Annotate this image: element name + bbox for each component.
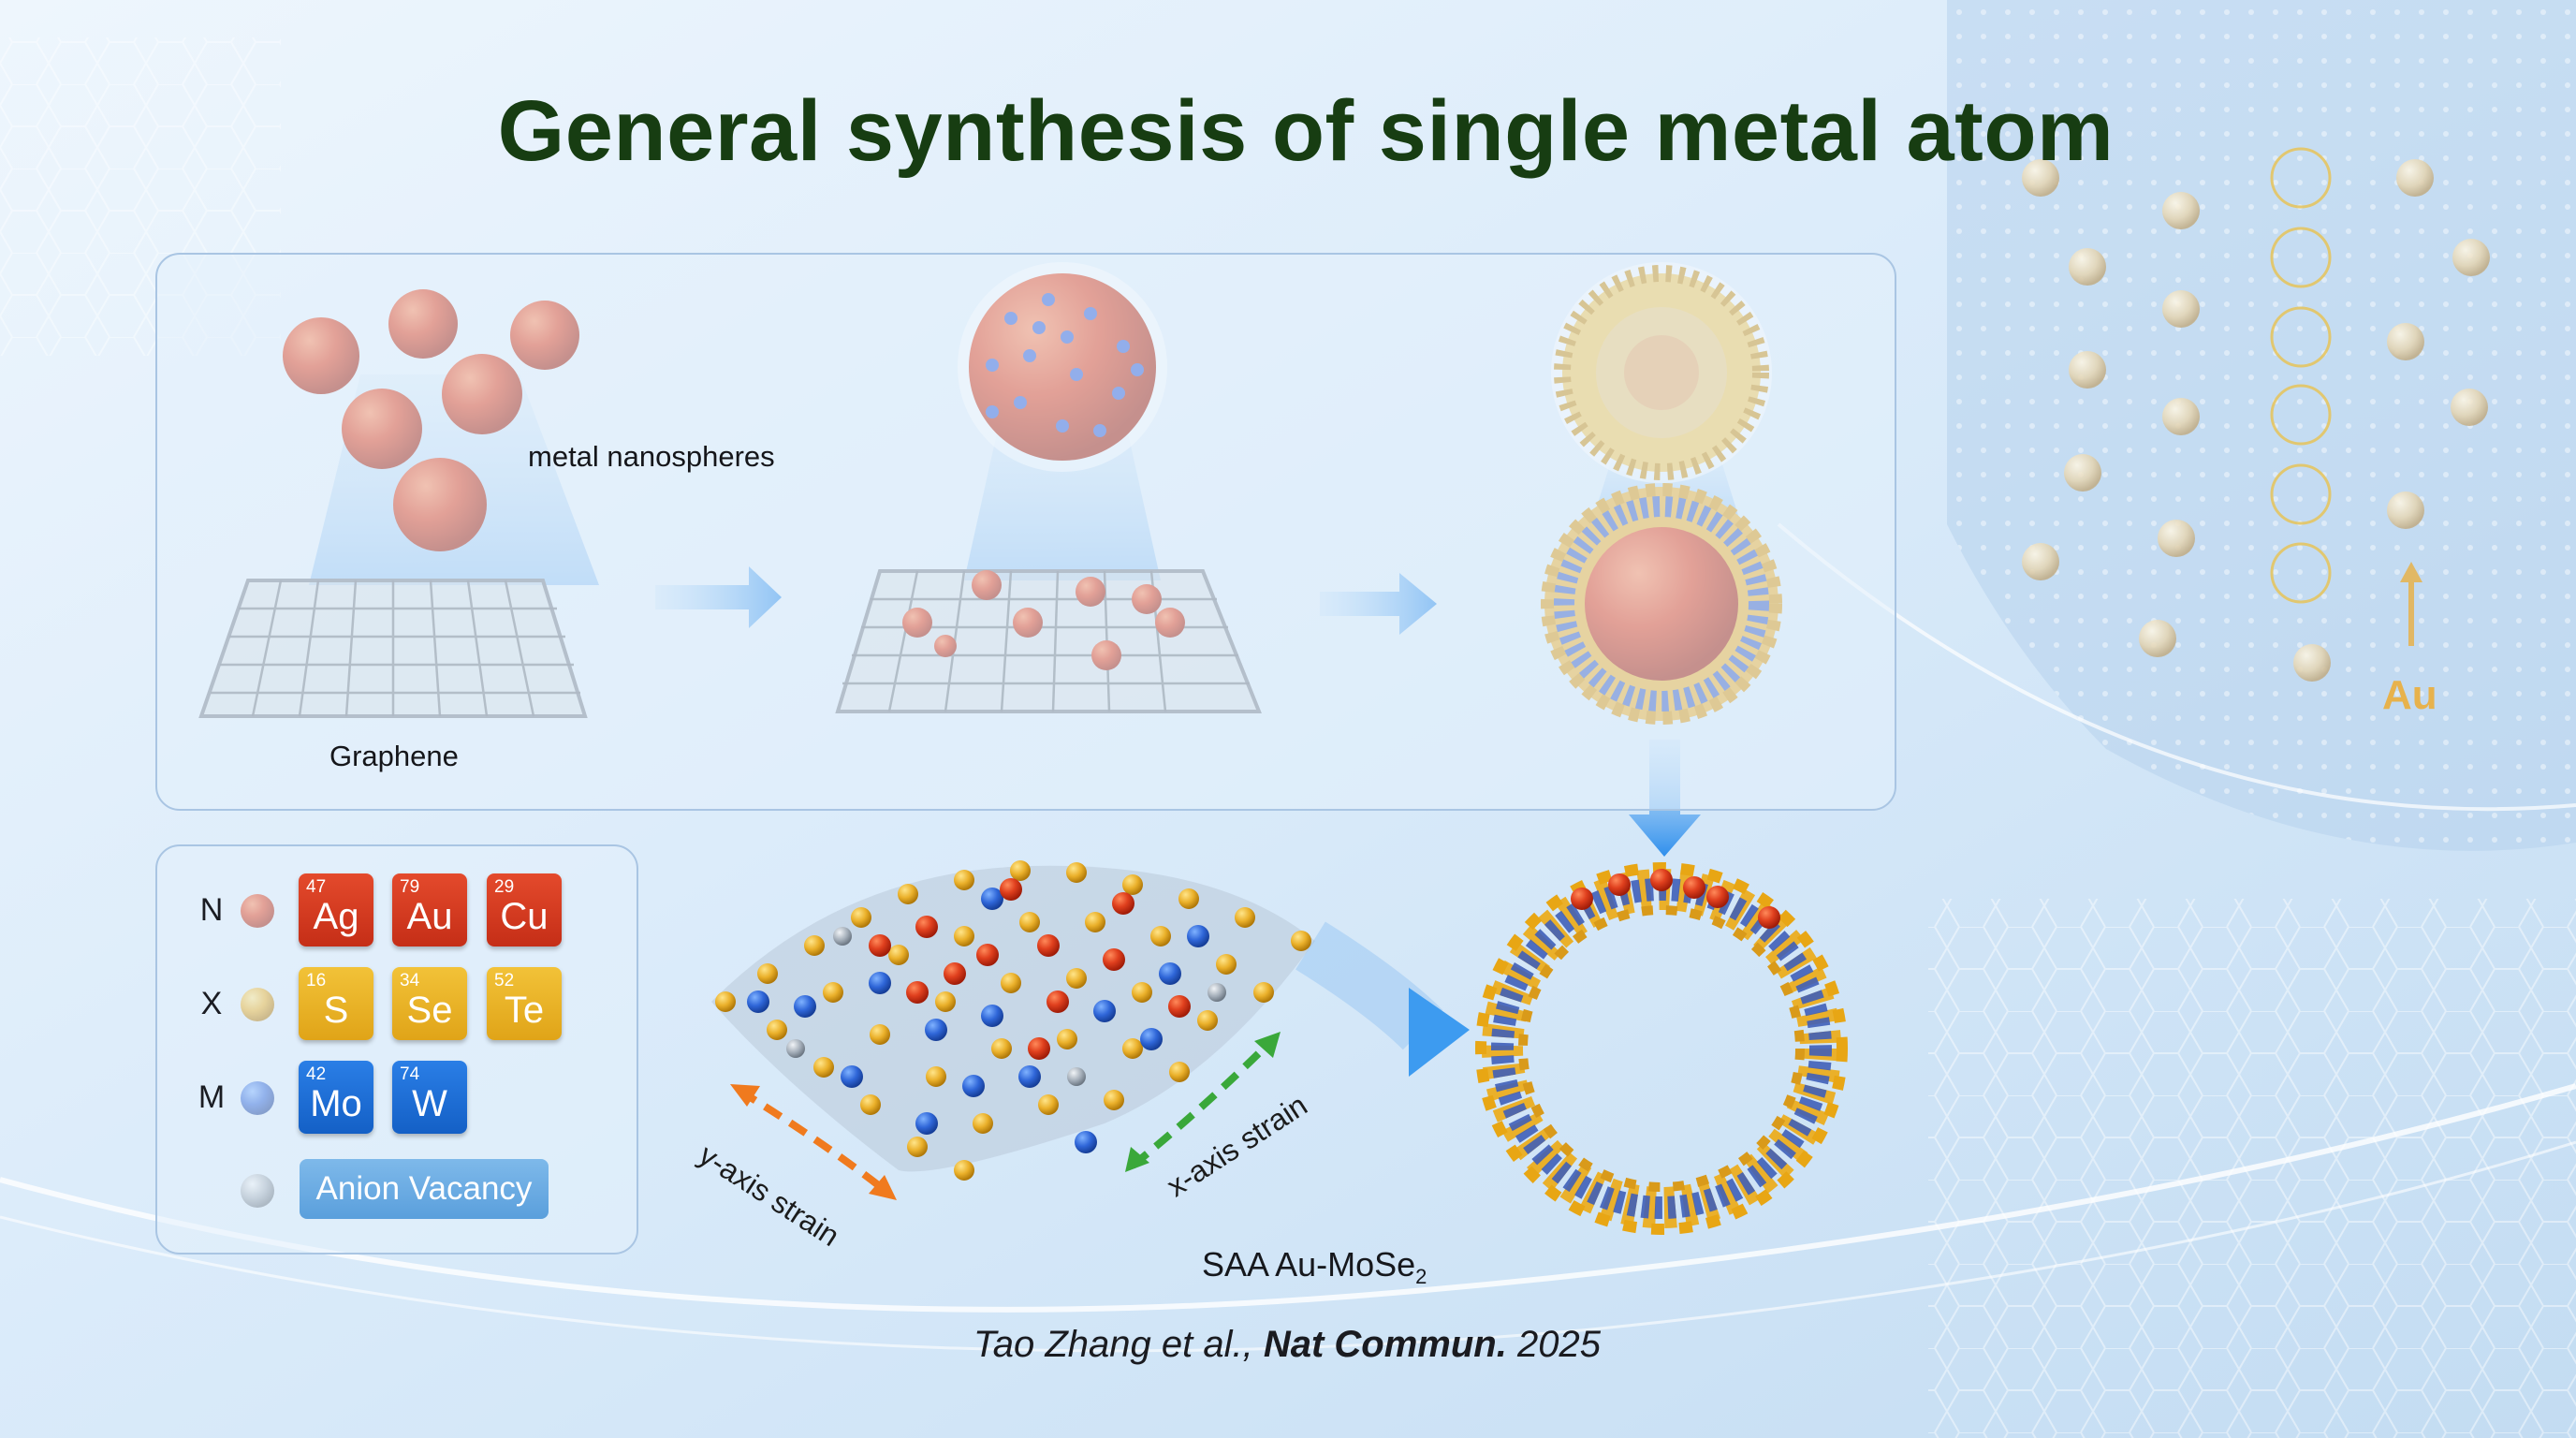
element-tile-w: 74 W (392, 1061, 467, 1134)
au-atom-columns (2022, 147, 2490, 682)
saa-au-mose2-label: SAA Au-MoSe2 (1202, 1245, 1427, 1289)
element-tile-se: 34 Se (392, 967, 467, 1040)
element-tile-au: 79 Au (392, 873, 467, 946)
mose2-lattice-sheet (711, 860, 1315, 1181)
element-tile-te: 52 Te (487, 967, 562, 1040)
saa-ring (1475, 862, 1848, 1235)
page-title: General synthesis of single metal atom (497, 83, 2115, 179)
anion-vacancy-label: Anion Vacancy (300, 1159, 549, 1219)
legend-letter-m: M (198, 1079, 226, 1115)
graphene-label: Graphene (329, 740, 459, 772)
citation: Tao Zhang et al., Nat Commun. 2025 (973, 1324, 1601, 1365)
element-tile-cu: 29 Cu (487, 873, 562, 946)
element-tile-s: 16 S (299, 967, 373, 1040)
synthesis-steps-panel (155, 253, 1896, 811)
au-label: Au (2382, 672, 2437, 718)
legend-letter-n: N (199, 892, 224, 928)
element-tile-ag: 47 Ag (299, 873, 373, 946)
metal-nanospheres-label: metal nanospheres (528, 440, 775, 473)
element-tile-mo: 42 Mo (299, 1061, 373, 1134)
legend-letter-x: X (200, 986, 223, 1021)
